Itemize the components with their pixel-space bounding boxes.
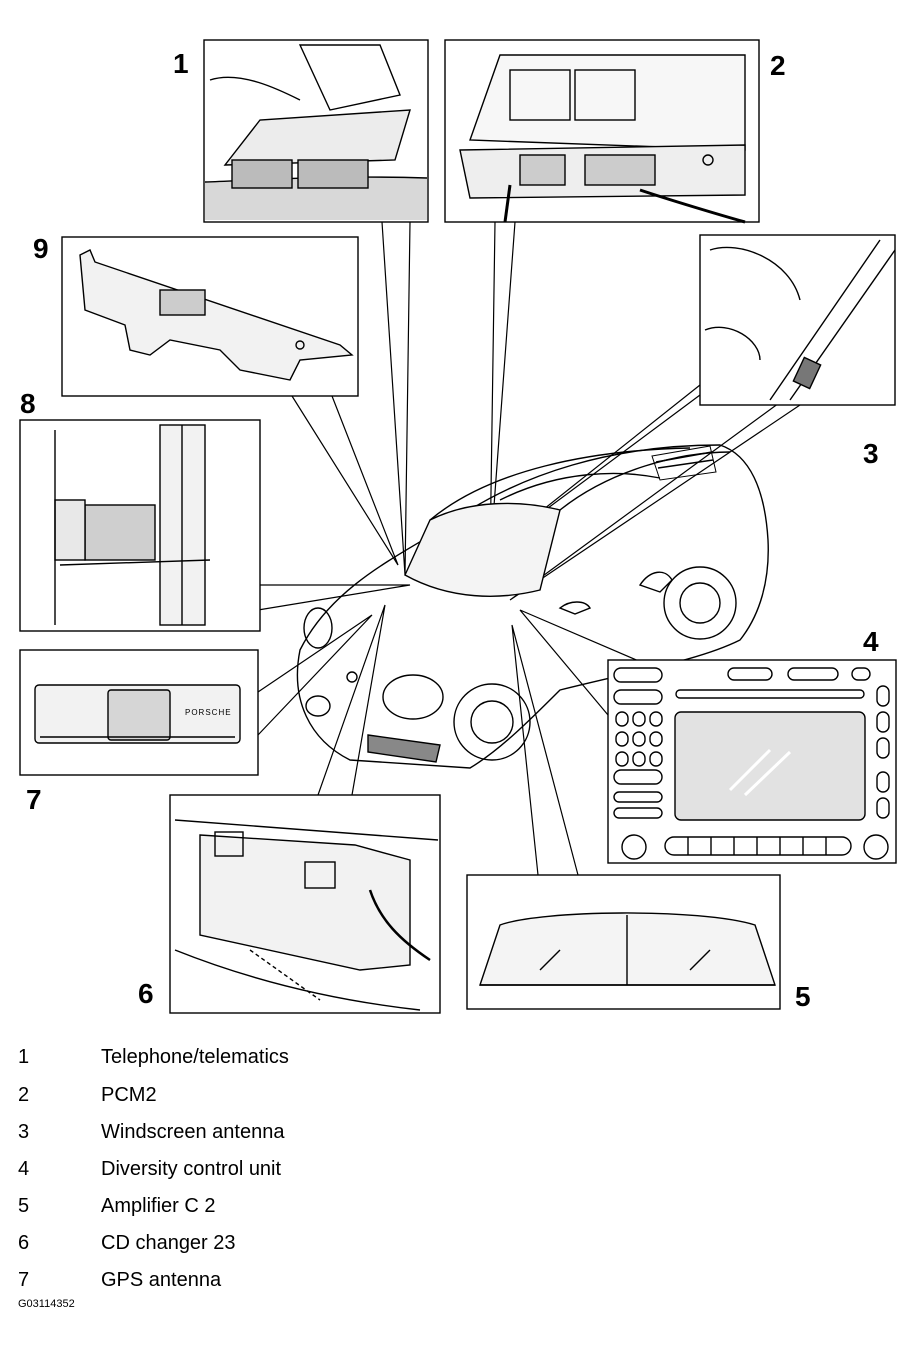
legend-label: Windscreen antenna: [101, 1121, 285, 1143]
callout-9: 9: [33, 233, 49, 264]
legend-number: 1: [18, 1046, 30, 1068]
component-location-diagram: [19, 39, 897, 1014]
callout-2: 2: [770, 50, 786, 81]
legend-label: Amplifier C 2: [101, 1195, 216, 1217]
detail-panel-antenna: [699, 234, 896, 406]
detail-panel-9: [61, 236, 359, 397]
legend-number: 6: [18, 1232, 30, 1254]
legend-label: Diversity control unit: [101, 1158, 282, 1180]
keypad: [613, 711, 663, 785]
legend-number: 2: [18, 1084, 30, 1106]
legend-number: 5: [18, 1195, 30, 1217]
callout-1: 1: [173, 48, 189, 79]
detail-panel-6: [169, 794, 441, 1014]
legend-label: PCM2: [101, 1084, 157, 1106]
detail-panel-pcm2: [444, 39, 760, 224]
detail-panel-8: [19, 419, 261, 632]
legend-label: Telephone/telematics: [101, 1046, 289, 1068]
callout-7: 7: [26, 784, 42, 815]
legend-number: 3: [18, 1121, 30, 1143]
callout-3: 3: [863, 438, 879, 469]
callout-5: 5: [795, 981, 811, 1012]
legend-number: 4: [18, 1158, 30, 1180]
detail-panel-gps: [19, 649, 259, 776]
cd-changer-brand-label: PORSCHE: [185, 708, 232, 717]
legend-label: GPS antenna: [101, 1269, 222, 1291]
figure-id: G03114352: [18, 1298, 75, 1310]
callout-4: 4: [863, 626, 879, 657]
detail-panel-telephone: [203, 39, 429, 223]
legend-number: 7: [18, 1269, 30, 1291]
car-illustration: [296, 444, 769, 769]
callout-6: 6: [138, 978, 154, 1009]
detail-panel-windscreen: [466, 874, 781, 1010]
callout-8: 8: [20, 388, 36, 419]
legend-label: CD changer 23: [101, 1232, 236, 1254]
detail-panel-head-unit: [607, 659, 897, 864]
